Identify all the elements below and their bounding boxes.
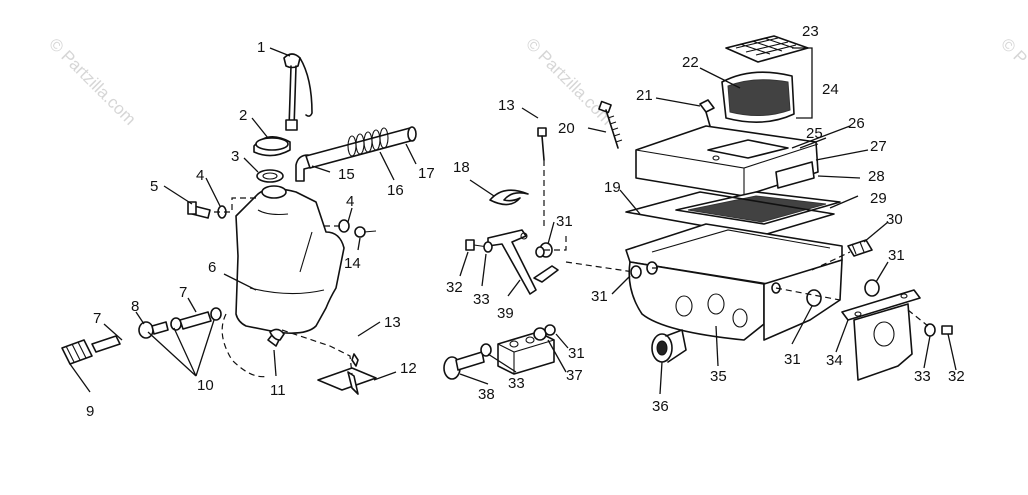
callout-32a: 32 (446, 279, 463, 296)
watermark-left: © Partzilla.com (45, 34, 139, 128)
callout-23: 23 (802, 23, 819, 40)
tank-bracket (317, 353, 377, 395)
callout-29: 29 (870, 190, 887, 207)
callout-10: 10 (197, 377, 214, 394)
callout-32b: 32 (948, 368, 965, 385)
callout-3: 3 (231, 148, 239, 165)
inline-filter (61, 307, 222, 365)
screw-14 (354, 226, 377, 238)
callout-7b: 7 (179, 284, 187, 301)
callout-31e: 31 (784, 351, 801, 368)
callout-7a: 7 (93, 310, 101, 327)
dash-hose-right (281, 329, 353, 375)
callout-21: 21 (636, 87, 653, 104)
vent-hose (305, 126, 417, 169)
hose-spring (347, 127, 389, 157)
sensor-21 (699, 99, 715, 127)
bolt-38 (443, 351, 485, 380)
washer-33-center (483, 241, 493, 253)
callout-39: 39 (497, 305, 514, 322)
watermark-right: © P (997, 34, 1028, 68)
callout-16: 16 (387, 182, 404, 199)
nut-37 (533, 324, 556, 341)
intake-boot-36 (651, 329, 687, 363)
callout-12: 12 (400, 360, 417, 377)
callout-18: 18 (453, 159, 470, 176)
dash-grommet-30 (811, 251, 851, 271)
spacer-block (497, 331, 555, 375)
callout-17: 17 (418, 165, 435, 182)
foam-filter-22 (721, 71, 795, 123)
dash-airbox-right (652, 267, 929, 327)
airbox-base (625, 223, 843, 341)
dash-bolt-5 (214, 197, 256, 213)
bracket-24 (792, 47, 813, 119)
callout-33c: 33 (914, 368, 931, 385)
prefilter-23 (725, 35, 809, 63)
callout-35: 35 (710, 368, 727, 385)
callout-1: 1 (257, 39, 265, 56)
callout-31d: 31 (888, 247, 905, 264)
callout-31b: 31 (591, 288, 608, 305)
callout-2: 2 (239, 107, 247, 124)
filter-element-29 (675, 191, 841, 225)
pin-13-top (537, 127, 547, 161)
callout-26: 26 (848, 115, 865, 132)
drain-fitting (267, 328, 285, 347)
callout-13a: 13 (498, 97, 515, 114)
callout-36: 36 (652, 398, 669, 415)
callout-4b: 4 (346, 193, 354, 210)
callout-13b: 13 (384, 314, 401, 331)
bolt-5 (187, 201, 211, 219)
callout-31a: 31 (556, 213, 573, 230)
grommet-31-left (630, 265, 642, 279)
oil-tank (235, 185, 345, 334)
callout-11: 11 (270, 382, 286, 399)
callout-5: 5 (150, 178, 158, 195)
callout-15: 15 (338, 166, 355, 183)
airbox-lid (635, 125, 819, 197)
bracket-39 (487, 229, 559, 295)
dash-hose-left (221, 313, 269, 378)
cap-gasket (256, 169, 284, 183)
washer-33-lower (480, 343, 492, 357)
callout-6: 6 (208, 259, 216, 276)
callout-25: 25 (806, 125, 823, 142)
clip-18 (489, 189, 529, 206)
bolt-32-right (941, 325, 953, 335)
callout-24: 24 (822, 81, 839, 98)
callout-28: 28 (868, 168, 885, 185)
leader-lines (69, 47, 957, 395)
callout-8: 8 (131, 298, 139, 315)
callout-labels: 1 2 3 4 5 15 16 17 4 6 14 7 8 7 13 12 10… (86, 23, 965, 420)
callout-14: 14 (344, 255, 361, 272)
grommet-30 (847, 239, 873, 257)
callout-33a: 33 (473, 291, 490, 308)
dipstick (283, 53, 313, 131)
callout-38: 38 (478, 386, 495, 403)
callout-9: 9 (86, 403, 94, 420)
screw-20 (598, 100, 623, 149)
callout-33b: 33 (508, 375, 525, 392)
callout-4a: 4 (196, 167, 204, 184)
bracket-34 (841, 289, 921, 381)
callout-34: 34 (826, 352, 843, 369)
callout-30: 30 (886, 211, 903, 228)
callout-20: 20 (558, 120, 575, 137)
callout-31c: 31 (568, 345, 585, 362)
grommet-31-lower (806, 289, 822, 307)
washer-33-right (924, 323, 936, 337)
callout-27: 27 (870, 138, 887, 155)
callout-22: 22 (682, 54, 699, 71)
watermark-center: © Partzilla.com (522, 34, 616, 128)
dash-bracket-box (544, 236, 635, 273)
callout-37: 37 (566, 367, 583, 384)
callout-19: 19 (604, 179, 621, 196)
tank-cap (253, 136, 291, 157)
grommet-31-right (864, 279, 880, 297)
